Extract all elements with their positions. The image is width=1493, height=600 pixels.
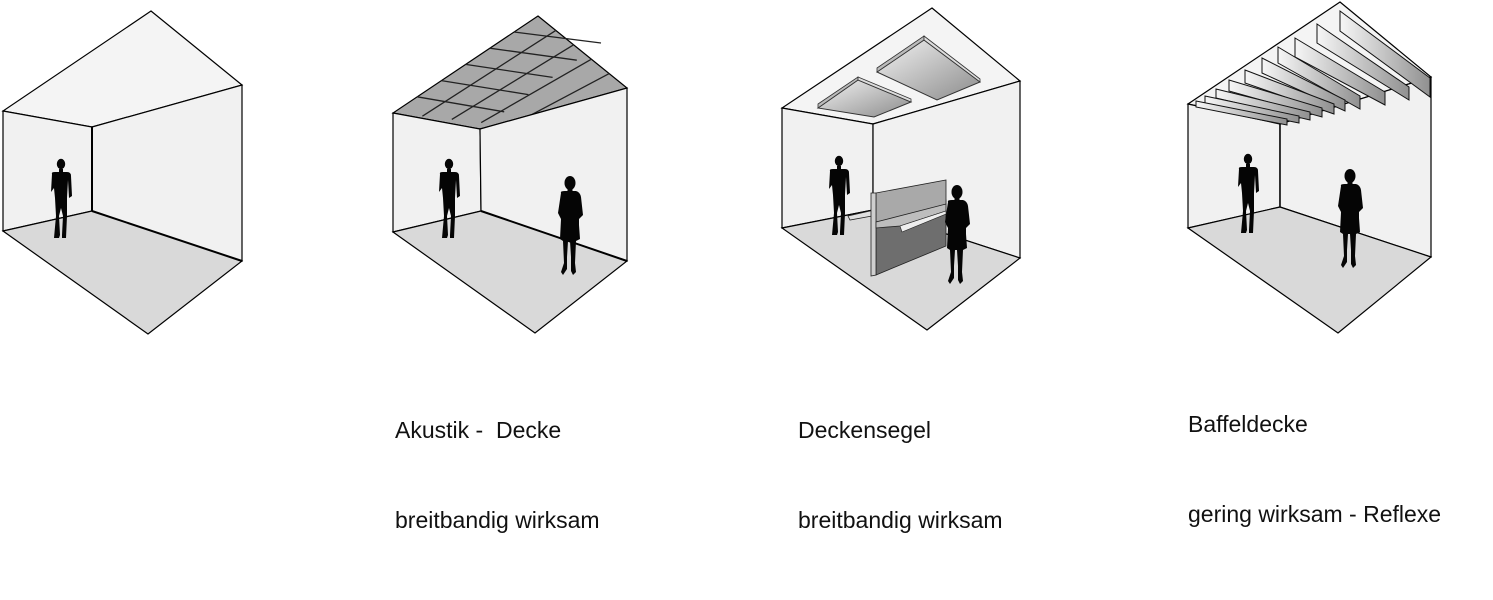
caption-ceiling-sails: Deckensegel breitbandig wirksam (798, 355, 1003, 565)
left-wall (2, 110, 93, 232)
ceiling-baffles (1195, 10, 1431, 126)
caption-title: Deckensegel (798, 417, 931, 443)
caption-subtitle: breitbandig wirksam (798, 507, 1003, 533)
room-baffle-ceiling (1186, 1, 1433, 334)
caption-acoustic-ceiling: Akustik - Decke breitbandig wirksam (395, 355, 600, 565)
caption-baffle-ceiling: Baffeldecke gering wirksam - Reflexe (1188, 349, 1441, 559)
left-wall (781, 107, 874, 229)
room-ceiling-sails (780, 7, 1022, 331)
room-empty (1, 10, 244, 335)
room-acoustic-ceiling (391, 15, 629, 334)
caption-title: Akustik - Decke (395, 417, 562, 443)
desk-partition (847, 179, 947, 277)
floor (1186, 206, 1433, 334)
caption-title: Baffeldecke (1188, 411, 1308, 437)
ceiling-sail (875, 35, 981, 101)
left-wall (1187, 103, 1281, 229)
caption-subtitle: breitbandig wirksam (395, 507, 600, 533)
caption-subtitle: gering wirksam - Reflexe (1188, 501, 1442, 527)
ceiling-sail (816, 76, 913, 118)
